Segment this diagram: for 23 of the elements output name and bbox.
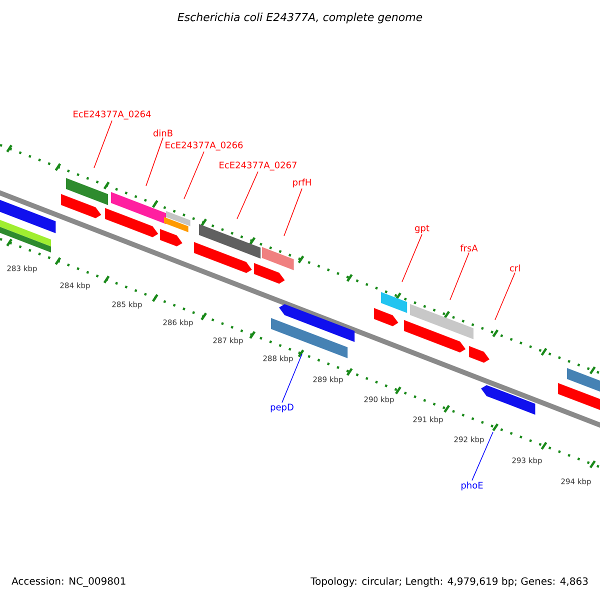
gene-label: EcE24377A_0264 <box>74 110 151 120</box>
leader-line <box>472 432 494 481</box>
gene-label: gpt <box>415 224 430 234</box>
gene-label: crl <box>510 264 520 272</box>
title: Escherichia coli E24377A, complete genome <box>178 12 422 24</box>
gene-label: EcE24377A_0266 <box>166 142 243 150</box>
leader-line <box>146 137 164 186</box>
gene-label: prfH <box>293 178 311 188</box>
leader-line <box>450 252 470 300</box>
leader-line <box>94 120 112 168</box>
gene-label: frsA <box>460 244 478 252</box>
gene-label: dinB <box>153 130 172 136</box>
leader-line <box>184 151 204 200</box>
leader-line <box>282 354 302 403</box>
leader-line <box>236 171 258 220</box>
footer-text: Topology: circular; Length: 4,979,619 bp; Genes: 4,863 <box>310 577 588 587</box>
leader-line <box>494 272 516 320</box>
gene-label: pepD <box>270 404 294 412</box>
footer-text: Accession: NC_009801 <box>12 577 126 587</box>
gene-label: EcE24377A_0267 <box>220 162 296 170</box>
leader-line <box>402 234 422 282</box>
gene-label: phoE <box>462 482 483 490</box>
leader-line <box>284 188 302 236</box>
